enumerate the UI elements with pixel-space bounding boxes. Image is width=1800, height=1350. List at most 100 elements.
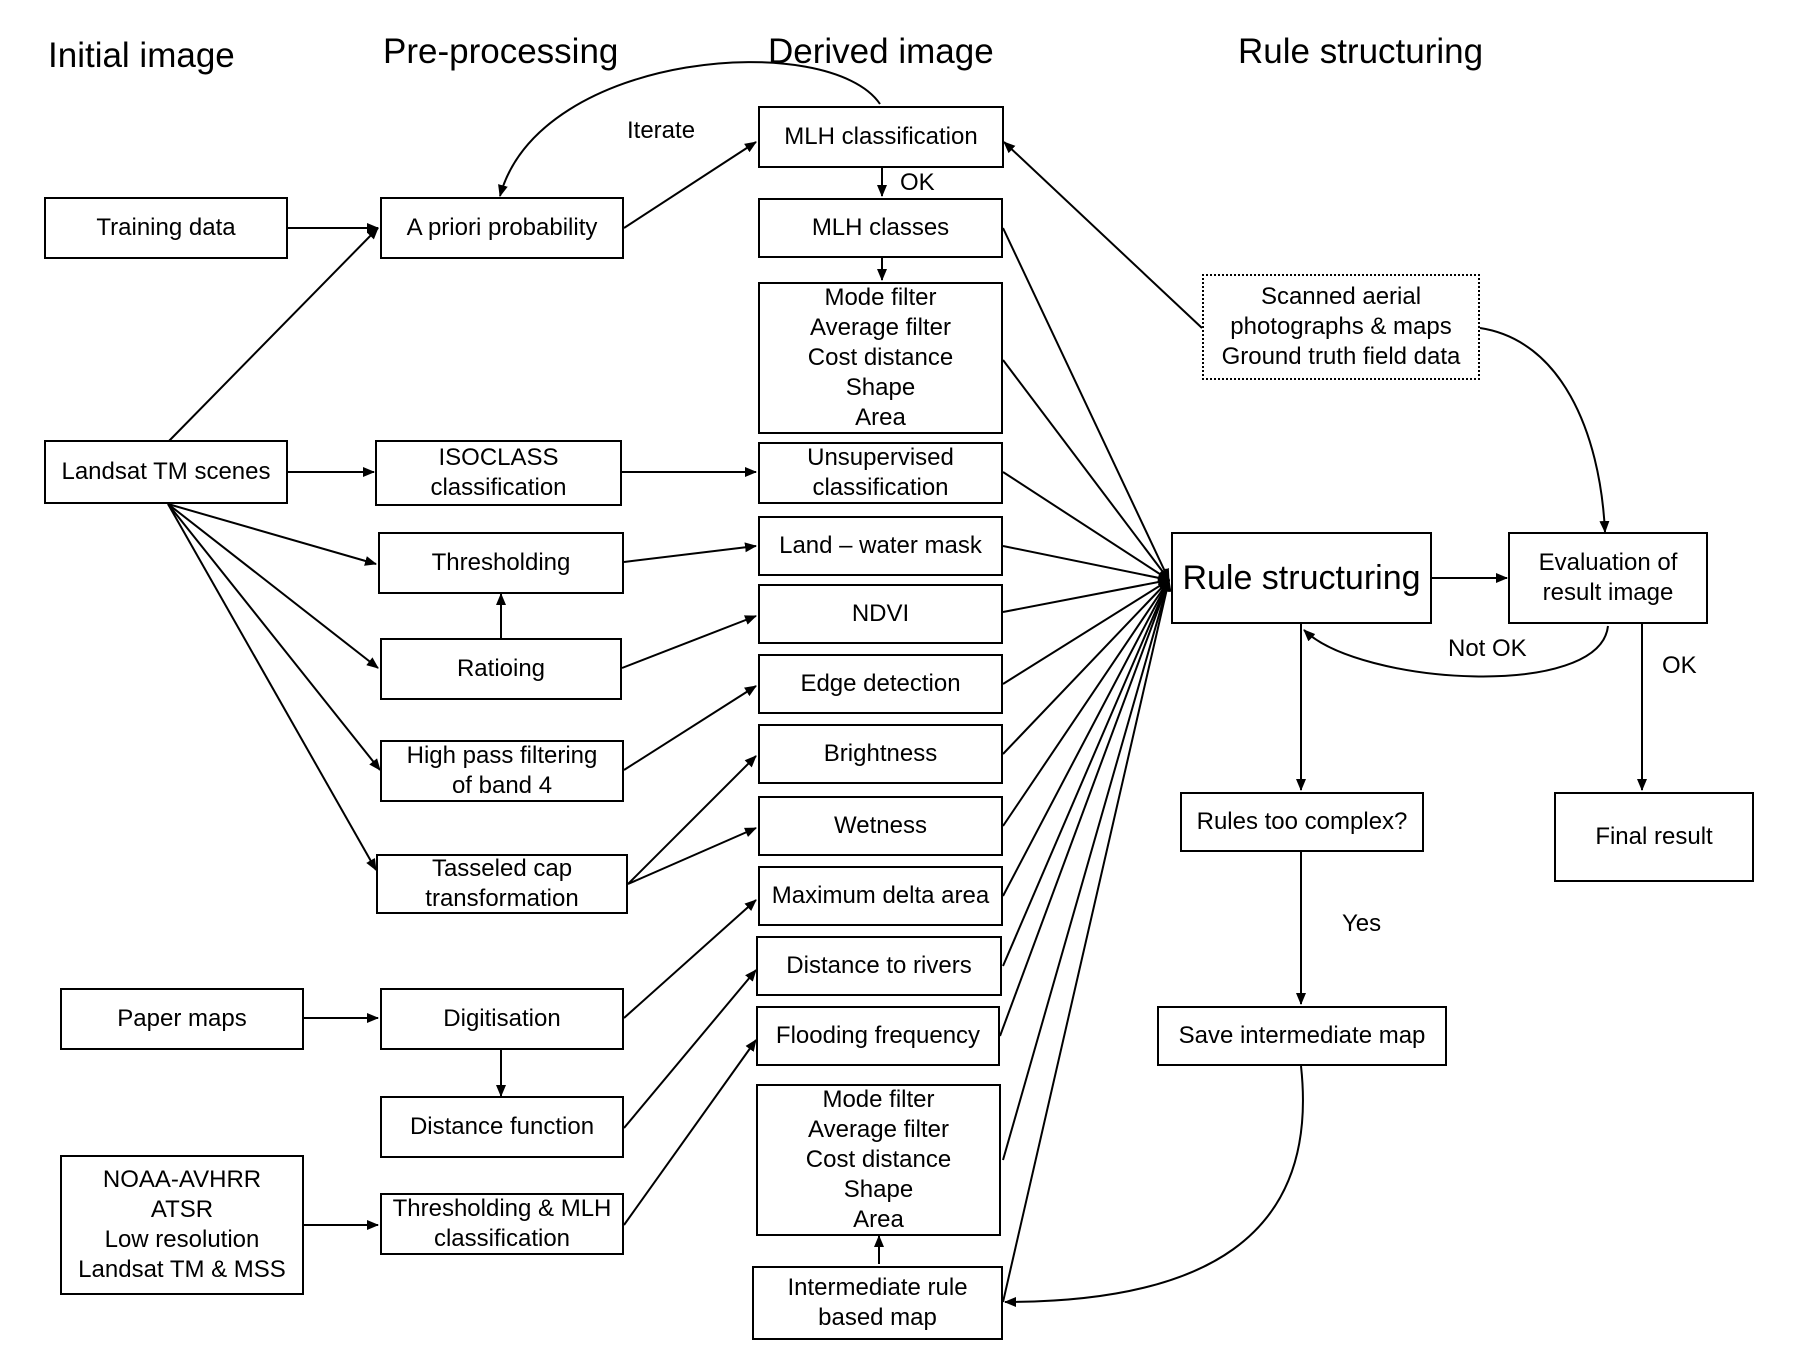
node-text-line: Cost distance bbox=[807, 344, 954, 371]
arrow-maxdelta-to-rule bbox=[1002, 579, 1170, 897]
node-text-line: Intermediate rule bbox=[787, 1274, 968, 1301]
arrow-distrivers-to-rule bbox=[1002, 579, 1170, 967]
node-text-line: Paper maps bbox=[117, 1005, 247, 1032]
header-initial-image: Initial image bbox=[48, 36, 235, 75]
arrow-scanned-to-evaluation bbox=[1479, 327, 1610, 533]
node-text-line: MLH classes bbox=[811, 214, 950, 241]
arrow-landsat-to-highpass bbox=[167, 503, 381, 771]
arrow-landsat-to-thresholding bbox=[167, 503, 377, 566]
node-text-line: Evaluation of bbox=[1538, 549, 1678, 576]
node-flooding-frequency: Flooding frequency bbox=[756, 1006, 1000, 1066]
arrow-notok-loop bbox=[1303, 625, 1609, 678]
node-text-line: NOAA-AVHRR bbox=[102, 1166, 262, 1193]
arrow-thresholding-to-landwater bbox=[623, 542, 757, 563]
arrow-threshmlh-to-flooding bbox=[623, 1039, 757, 1226]
node-text-line: Rules too complex? bbox=[1196, 808, 1408, 835]
node-text-line: Final result bbox=[1595, 823, 1713, 850]
node-thresholding: Thresholding bbox=[378, 532, 624, 594]
arrow-scanned-to-mlhclass bbox=[1003, 141, 1203, 329]
node-save-intermediate-map: Save intermediate map bbox=[1157, 1006, 1447, 1066]
arrow-mode1-to-rule bbox=[1002, 359, 1170, 581]
node-text-line: Average filter bbox=[810, 314, 951, 341]
node-intermediate-rule-map: Intermediate rule based map bbox=[752, 1266, 1003, 1340]
node-text-line: Landsat TM scenes bbox=[61, 458, 271, 485]
node-edge-detection: Edge detection bbox=[758, 654, 1003, 714]
node-rules-too-complex: Rules too complex? bbox=[1180, 792, 1424, 852]
arrow-intermediate-to-rule bbox=[1002, 579, 1172, 1303]
node-text-line: classification bbox=[433, 1225, 571, 1252]
arrow-digitisation-to-maxdelta bbox=[623, 899, 757, 1019]
label-iterate: Iterate bbox=[627, 117, 696, 144]
node-text-line: based map bbox=[818, 1304, 937, 1331]
node-thresholding-mlh: Thresholding & MLH classification bbox=[380, 1193, 624, 1255]
node-ratioing: Ratioing bbox=[380, 638, 622, 700]
arrow-distfunc-to-distrivers bbox=[623, 969, 757, 1129]
node-maximum-delta-area: Maximum delta area bbox=[758, 866, 1003, 926]
node-text-line: MLH classification bbox=[784, 123, 978, 150]
node-text-line: Flooding frequency bbox=[775, 1022, 981, 1049]
arrow-brightness-to-rule bbox=[1002, 579, 1170, 755]
node-text-line: Tasseled cap bbox=[431, 855, 573, 882]
arrow-highpass-to-edge bbox=[623, 685, 757, 771]
node-text-line: Wetness bbox=[834, 812, 927, 839]
arrow-apriori-to-mlhclass bbox=[623, 141, 757, 229]
node-mlh-classes: MLH classes bbox=[758, 198, 1003, 258]
arrow-landsat-to-apriori bbox=[167, 227, 379, 443]
arrow-ratioing-to-ndvi bbox=[621, 615, 757, 669]
arrow-flooding-to-rule bbox=[999, 579, 1170, 1037]
label-ok-evaluation: OK bbox=[1662, 652, 1697, 679]
node-text-line: Distance to rivers bbox=[786, 952, 972, 979]
header-rule-structuring: Rule structuring bbox=[1238, 32, 1484, 71]
node-paper-maps: Paper maps bbox=[60, 988, 304, 1050]
node-text-line: Landsat TM & MSS bbox=[78, 1256, 286, 1283]
node-text-line: Average filter bbox=[808, 1116, 949, 1143]
node-tasseled-cap: Tasseled cap transformation bbox=[376, 854, 628, 914]
arrow-mlhclasses-to-rule bbox=[1002, 227, 1170, 581]
node-text-line: Thresholding bbox=[431, 549, 571, 576]
node-text-line: High pass filtering bbox=[406, 742, 598, 769]
arrow-landsat-to-ratioing bbox=[167, 503, 379, 669]
node-text-line: Area bbox=[853, 1206, 904, 1233]
node-text-line: Ratioing bbox=[456, 655, 546, 682]
node-text-line: Digitisation bbox=[443, 1005, 561, 1032]
node-text-line: Shape bbox=[843, 1176, 914, 1203]
node-distance-to-rivers: Distance to rivers bbox=[756, 936, 1002, 996]
node-text-line: Mode filter bbox=[824, 284, 937, 311]
arrow-edge-to-rule bbox=[1002, 579, 1170, 685]
node-text-line: Land – water mask bbox=[779, 532, 982, 559]
node-wetness: Wetness bbox=[758, 796, 1003, 856]
node-text-line: NDVI bbox=[851, 600, 910, 627]
node-text-line: transformation bbox=[425, 885, 579, 912]
node-landsat-tm-scenes: Landsat TM scenes bbox=[44, 440, 288, 504]
node-text-line: Scanned aerial bbox=[1260, 283, 1422, 310]
arrow-tasseled-to-wetness bbox=[627, 827, 757, 885]
node-text-line: classification bbox=[430, 474, 567, 501]
node-text-line: Low resolution bbox=[104, 1226, 260, 1253]
node-evaluation: Evaluation of result image bbox=[1508, 532, 1708, 624]
node-text-line: Ground truth field data bbox=[1221, 343, 1461, 370]
node-text-line: Thresholding & MLH bbox=[392, 1195, 612, 1222]
node-a-priori-probability: A priori probability bbox=[380, 197, 624, 259]
node-text-line: Training data bbox=[96, 214, 236, 241]
node-text-line: ATSR bbox=[150, 1196, 214, 1223]
node-text-line: Rule structuring bbox=[1182, 559, 1421, 597]
node-text-line: Area bbox=[855, 404, 906, 431]
node-text-line: Brightness bbox=[823, 740, 938, 767]
arrow-unsup-to-rule bbox=[1002, 471, 1170, 581]
node-text-line: result image bbox=[1542, 579, 1674, 606]
node-text-line: Mode filter bbox=[822, 1086, 935, 1113]
arrow-mode2-to-rule bbox=[1002, 579, 1171, 1161]
node-mlh-classification: MLH classification bbox=[758, 106, 1004, 168]
arrow-ndvi-to-rule bbox=[1002, 577, 1170, 613]
node-text-line: A priori probability bbox=[406, 214, 598, 241]
node-training-data: Training data bbox=[44, 197, 288, 259]
arrow-save-to-intermediate bbox=[1004, 1065, 1304, 1307]
node-text-line: Maximum delta area bbox=[771, 882, 990, 909]
